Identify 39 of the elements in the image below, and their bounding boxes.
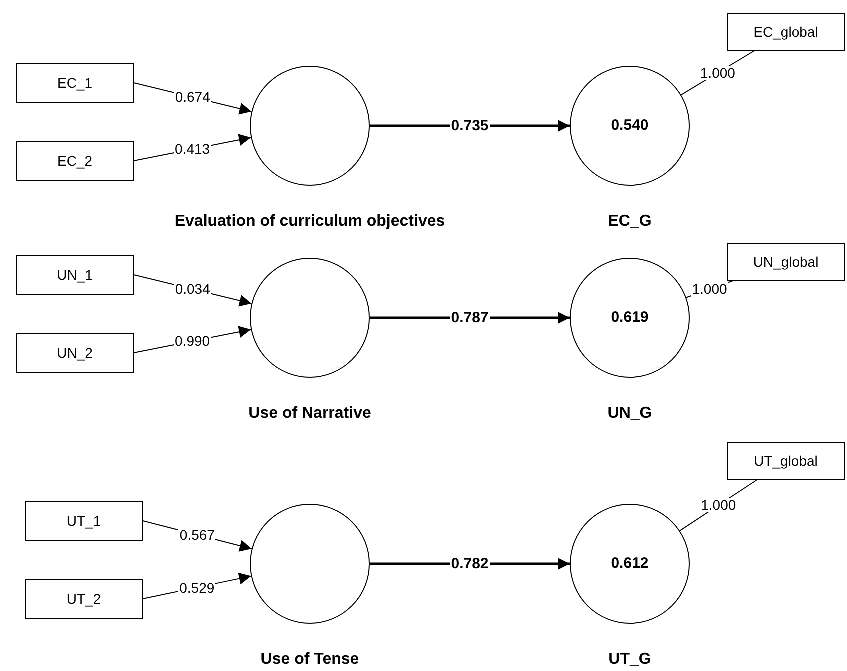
indicator-label: EC_1 bbox=[57, 74, 93, 93]
indicator-label: UN_1 bbox=[57, 266, 93, 285]
indicator-label: UT_2 bbox=[66, 590, 102, 609]
construct-name: Use of Narrative bbox=[248, 404, 372, 424]
construct-name: Evaluation of curriculum objectives bbox=[174, 212, 446, 232]
indicator-label: UT_1 bbox=[66, 512, 102, 531]
construct-name: UN_G bbox=[608, 404, 652, 424]
edge-label: 0.413 bbox=[174, 142, 212, 156]
construct-name: EC_G bbox=[608, 212, 652, 232]
indicator-label: UN_2 bbox=[57, 344, 93, 363]
edge-label: 0.674 bbox=[174, 90, 212, 104]
indicator-box bbox=[25, 501, 143, 541]
indicator-box bbox=[727, 243, 845, 281]
construct-name: Use of Tense bbox=[260, 650, 360, 670]
edge-label: 0.529 bbox=[178, 580, 216, 595]
indicator-box bbox=[16, 141, 134, 181]
r-squared-value: 0.540 bbox=[611, 116, 649, 136]
edge-label: 0.787 bbox=[450, 310, 490, 326]
indicator-label: EC_2 bbox=[57, 152, 93, 171]
indicator-label: UT_global bbox=[754, 452, 818, 471]
indicator-box bbox=[16, 333, 134, 373]
edge-label: 0.782 bbox=[450, 556, 490, 572]
edge-label: 1.000 bbox=[691, 282, 728, 296]
edge-label: 1.000 bbox=[699, 66, 736, 80]
r-squared-value: 0.619 bbox=[611, 308, 649, 328]
indicator-box bbox=[16, 255, 134, 295]
edge-label: 0.990 bbox=[174, 334, 212, 348]
r-squared-value: 0.612 bbox=[611, 554, 649, 574]
indicator-label: EC_global bbox=[754, 22, 818, 42]
construct-name: UT_G bbox=[608, 650, 652, 670]
edge-label: 1.000 bbox=[700, 498, 738, 512]
edge-label: 0.034 bbox=[174, 282, 212, 296]
indicator-box bbox=[25, 579, 143, 619]
edge-label: 0.567 bbox=[178, 528, 216, 542]
indicator-label: UN_global bbox=[753, 252, 819, 272]
indicator-box bbox=[727, 13, 845, 51]
edge-label: 0.735 bbox=[450, 118, 490, 134]
indicator-box bbox=[16, 63, 134, 103]
indicator-box bbox=[727, 442, 845, 480]
